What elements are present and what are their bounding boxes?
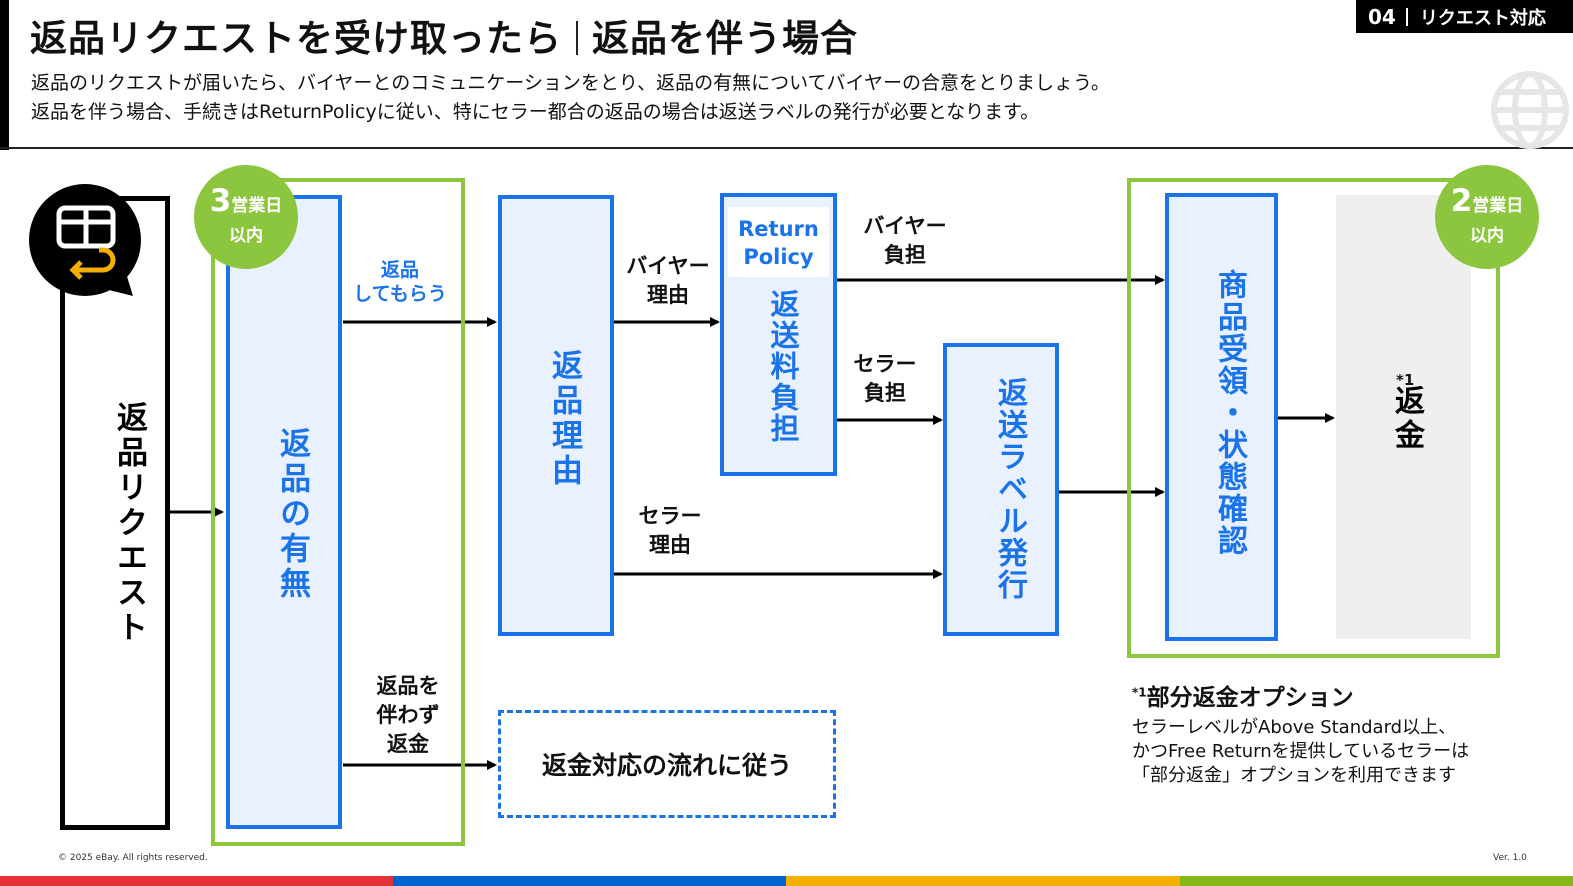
page-title: 返品リクエストを受け取ったら返品を伴う場合: [30, 8, 858, 62]
description-line-1: 返品のリクエストが届いたら、バイヤーとのコミュニケーションをとり、返品の有無につ…: [31, 72, 1110, 94]
return-decision-box: 返品の有無: [226, 195, 342, 829]
version-text: Ver. 1.0: [1493, 853, 1527, 863]
title-separator: [576, 21, 578, 55]
edge-buyer-reason-line1: バイヤー: [626, 254, 710, 278]
return-policy-title: Return Policy: [738, 217, 819, 269]
return-reason-label: 返品理由: [546, 349, 582, 489]
section-tag-divider: [1405, 7, 1408, 26]
edge-buyer-pays-line2: 負担: [884, 243, 926, 267]
edge-no-return-line3: 返金: [387, 732, 429, 756]
note-body: セラーレベルがAbove Standard以上、 かつFree Returnを提…: [1132, 716, 1469, 788]
edge-seller-pays-line2: 負担: [864, 381, 906, 405]
refund-note-mark: *1: [1396, 371, 1415, 389]
edge-seller-reason-line2: 理由: [649, 533, 691, 557]
section-label: リクエスト対応: [1419, 7, 1546, 29]
deadline-badge-left: 3営業日 以内: [194, 165, 298, 269]
edge-have-return-line1: 返品: [380, 259, 419, 281]
edge-have-return-line2: してもらう: [353, 283, 447, 305]
note-title-mark: *1: [1132, 685, 1147, 700]
section-number: 04: [1368, 4, 1396, 29]
shipping-burden-label: 返送料負担: [766, 289, 800, 444]
edge-label-no-return: 返品を 伴わず 返金: [360, 672, 456, 759]
edge-label-seller-reason: セラー 理由: [620, 502, 720, 560]
note-title-text: 部分返金オプション: [1146, 685, 1354, 711]
page-title-main: 返品リクエストを受け取ったら: [30, 17, 562, 60]
footer-strip-blue: [393, 876, 786, 886]
badge-right-unit: 営業日: [1472, 196, 1524, 216]
edge-buyer-reason-line2: 理由: [647, 283, 689, 307]
edge-label-buyer-reason: バイヤー 理由: [618, 252, 718, 310]
refund-label: 返金: [1389, 385, 1424, 453]
return-reason-box: 返品理由: [498, 195, 614, 636]
header-divider: [0, 147, 1573, 149]
return-label-issue-label: 返送ラベル発行: [992, 377, 1027, 601]
deadline-badge-right: 2営業日 以内: [1435, 165, 1539, 269]
return-request-label: 返品リクエスト: [111, 401, 147, 646]
note-line-2: かつFree Returnを提供しているセラーは: [1132, 741, 1470, 762]
shipping-burden-box: Return Policy 返送料負担: [720, 193, 837, 476]
return-decision-label: 返品の有無: [274, 427, 310, 602]
footer-strip-red: [0, 876, 393, 886]
copyright-text: © 2025 eBay. All rights reserved.: [58, 853, 208, 863]
return-label-issue-box: 返送ラベル発行: [943, 343, 1059, 636]
return-request-box: 返品リクエスト: [60, 196, 170, 830]
edge-label-have-return: 返品 してもらう: [350, 258, 450, 306]
three-day-frame: [211, 178, 465, 846]
refund-box: *1 返金: [1336, 195, 1471, 639]
note-line-1: セラーレベルがAbove Standard以上、: [1132, 717, 1457, 738]
globe-icon: [1491, 71, 1569, 149]
edge-buyer-pays-line1: バイヤー: [863, 214, 947, 238]
two-day-frame: [1127, 178, 1500, 658]
header-accent-bar: [0, 0, 9, 150]
badge-left-unit: 営業日: [231, 196, 283, 216]
footer-strip-yellow: [786, 876, 1180, 886]
edge-label-buyer-pays: バイヤー 負担: [850, 212, 960, 270]
footer-strip-green: [1180, 876, 1573, 886]
description-line-2: 返品を伴う場合、手続きはReturnPolicyに従い、特にセラー都合の返品の場…: [31, 101, 1040, 123]
badge-right-number: 2: [1450, 183, 1473, 219]
badge-left-number: 3: [209, 183, 232, 219]
edge-no-return-line1: 返品を: [376, 674, 440, 698]
edge-seller-reason-line1: セラー: [638, 504, 702, 528]
badge-right-sub: 以内: [1470, 226, 1504, 246]
edge-seller-pays-line1: セラー: [853, 352, 917, 376]
edge-no-return-line2: 伴わず: [376, 703, 440, 727]
refund-flow-box: 返金対応の流れに従う: [498, 710, 836, 818]
return-box-icon: [29, 184, 141, 296]
note-title: *1部分返金オプション: [1132, 678, 1354, 712]
note-line-3: 「部分返金」オプションを利用できます: [1132, 765, 1456, 786]
item-check-label: 商品受領・状態確認: [1212, 269, 1247, 557]
edge-label-seller-pays: セラー 負担: [840, 350, 930, 408]
page-title-sub: 返品を伴う場合: [592, 17, 858, 60]
item-check-box: 商品受領・状態確認: [1165, 193, 1278, 641]
badge-left-sub: 以内: [229, 226, 263, 246]
section-tag: 04 リクエスト対応: [1356, 0, 1573, 33]
return-policy-header: [728, 207, 829, 277]
